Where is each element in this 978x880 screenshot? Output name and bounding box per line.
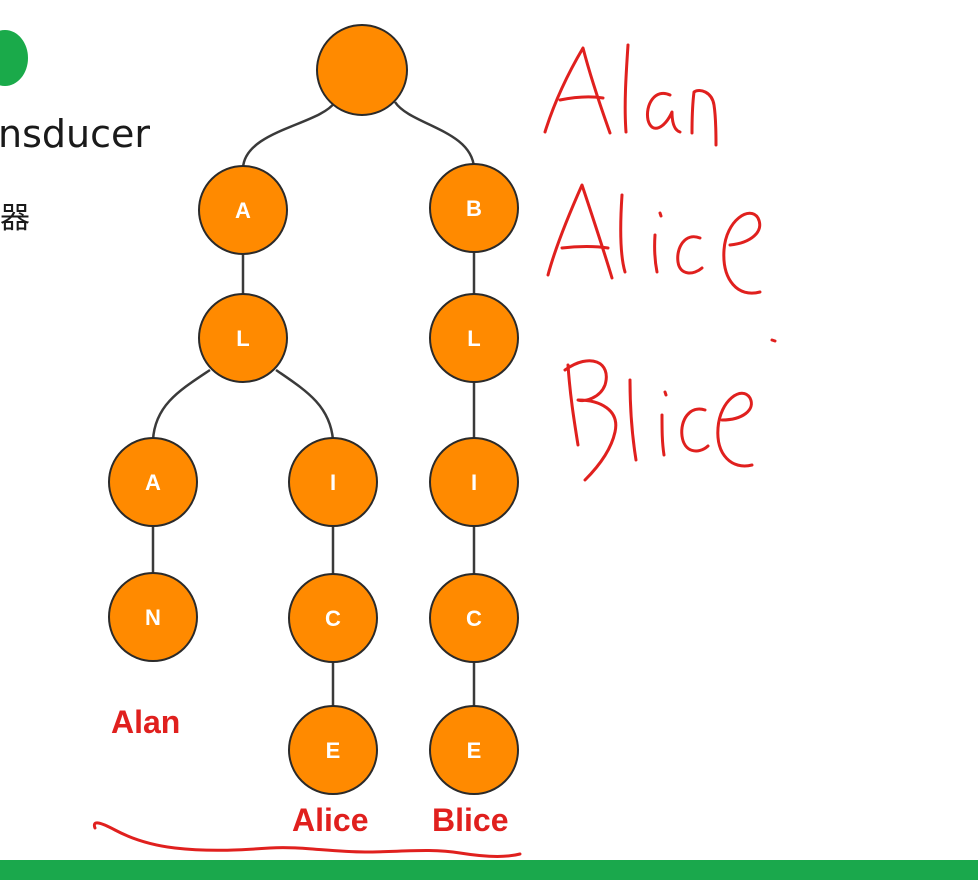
side-subtitle-fragment: 器 bbox=[0, 201, 30, 236]
svg-text:I: I bbox=[471, 470, 477, 495]
svg-text:C: C bbox=[466, 606, 482, 631]
node-e-blice: E bbox=[429, 705, 519, 795]
edge-root-b bbox=[393, 101, 476, 169]
node-root bbox=[316, 24, 408, 116]
word-label-blice: Blice bbox=[432, 802, 509, 838]
svg-text:A: A bbox=[145, 470, 161, 495]
node-a-alan: A bbox=[108, 437, 198, 527]
svg-text:I: I bbox=[330, 470, 336, 495]
handwritten-word-alice bbox=[546, 183, 762, 295]
svg-text:E: E bbox=[467, 738, 482, 763]
svg-text:E: E bbox=[326, 738, 341, 763]
handwritten-word-alan bbox=[543, 43, 718, 147]
edge-root-a bbox=[241, 101, 337, 169]
node-l-left: L bbox=[198, 293, 288, 383]
side-title-fragment: nsducer bbox=[0, 112, 150, 156]
svg-text:A: A bbox=[235, 198, 251, 223]
node-c-blice: C bbox=[429, 573, 519, 663]
word-label-alan: Alan bbox=[111, 704, 181, 740]
node-n-alan: N bbox=[108, 572, 198, 662]
svg-text:B: B bbox=[466, 196, 482, 221]
handwritten-underline bbox=[92, 821, 522, 858]
word-label-alice: Alice bbox=[292, 802, 369, 838]
edge-l-i1 bbox=[275, 368, 335, 441]
svg-text:C: C bbox=[325, 606, 341, 631]
node-b: B bbox=[429, 163, 519, 253]
handwritten-dot bbox=[770, 338, 777, 343]
svg-text:N: N bbox=[145, 605, 161, 630]
handwritten-word-blice bbox=[563, 359, 754, 482]
node-i-alice: I bbox=[288, 437, 378, 527]
node-e-alice: E bbox=[288, 705, 378, 795]
edge-l-a2 bbox=[151, 368, 211, 441]
node-l-right: L bbox=[429, 293, 519, 383]
node-a: A bbox=[198, 165, 288, 255]
node-c-alice: C bbox=[288, 573, 378, 663]
node-i-blice: I bbox=[429, 437, 519, 527]
svg-text:L: L bbox=[236, 326, 249, 351]
footer-green-bar bbox=[0, 860, 978, 880]
svg-text:L: L bbox=[467, 326, 480, 351]
